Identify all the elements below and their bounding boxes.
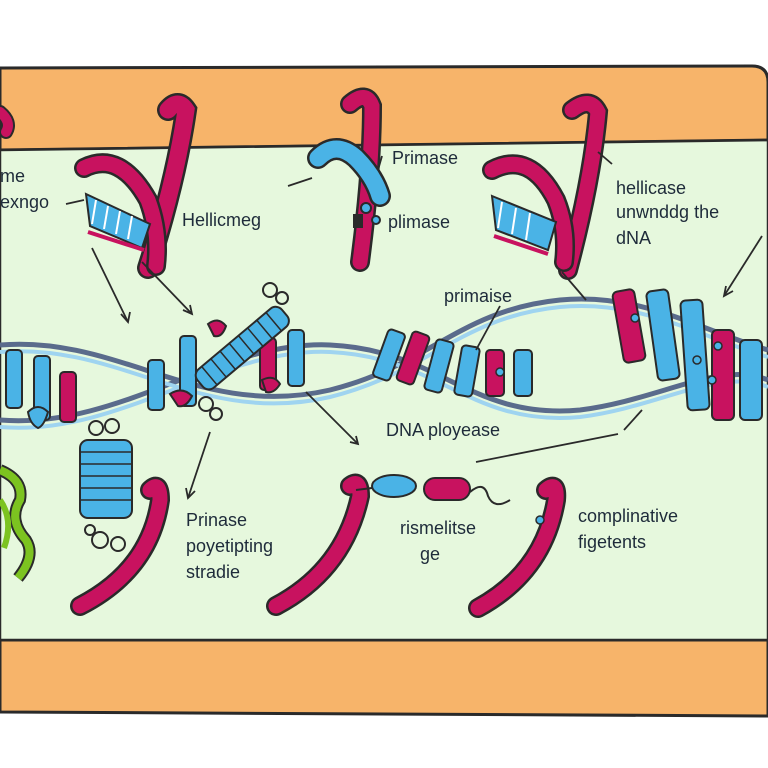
label-left-top-1: me bbox=[0, 166, 25, 186]
label-left-top-2: exngo bbox=[0, 192, 49, 212]
protein-lower-right bbox=[468, 476, 567, 618]
label-primase-top: Primase bbox=[392, 148, 458, 168]
pointer-lines bbox=[65, 151, 763, 500]
label-hellicase-3: dNA bbox=[616, 228, 651, 248]
helicase-protein-left bbox=[74, 93, 198, 279]
helicase-protein-right bbox=[482, 93, 609, 280]
label-prinase-2: poyetipting bbox=[186, 536, 273, 556]
membrane-top-icon bbox=[0, 64, 768, 152]
label-hellicase-2: unwnddg the bbox=[616, 202, 719, 222]
membrane-bottom-icon bbox=[0, 638, 768, 718]
coiled-protein-icon bbox=[194, 282, 290, 421]
label-primaise: primaise bbox=[444, 286, 512, 306]
protein-lower-left bbox=[70, 476, 171, 616]
dna-fragment-icon bbox=[84, 192, 152, 252]
primase-protein-top bbox=[307, 87, 391, 272]
label-complinative: complinative bbox=[578, 506, 678, 526]
label-hellicase-1: hellicase bbox=[616, 178, 686, 198]
label-plimase: plimase bbox=[388, 212, 450, 232]
label-hellicmeg: Hellicmeg bbox=[182, 210, 261, 230]
label-prinase-3: stradie bbox=[186, 562, 240, 582]
label-rismel-ge: ge bbox=[420, 544, 440, 564]
label-dna-ploy: DNA ployease bbox=[386, 420, 500, 440]
label-figetents: figetents bbox=[578, 532, 646, 552]
green-protein-icon bbox=[0, 464, 36, 582]
label-prinase-1: Prinase bbox=[186, 510, 247, 530]
protein-lower-mid bbox=[266, 473, 511, 616]
label-rismelitse: rismelitse bbox=[400, 518, 476, 538]
dna-helix-icon bbox=[0, 288, 768, 430]
coil-protein-lower-left bbox=[79, 418, 133, 552]
